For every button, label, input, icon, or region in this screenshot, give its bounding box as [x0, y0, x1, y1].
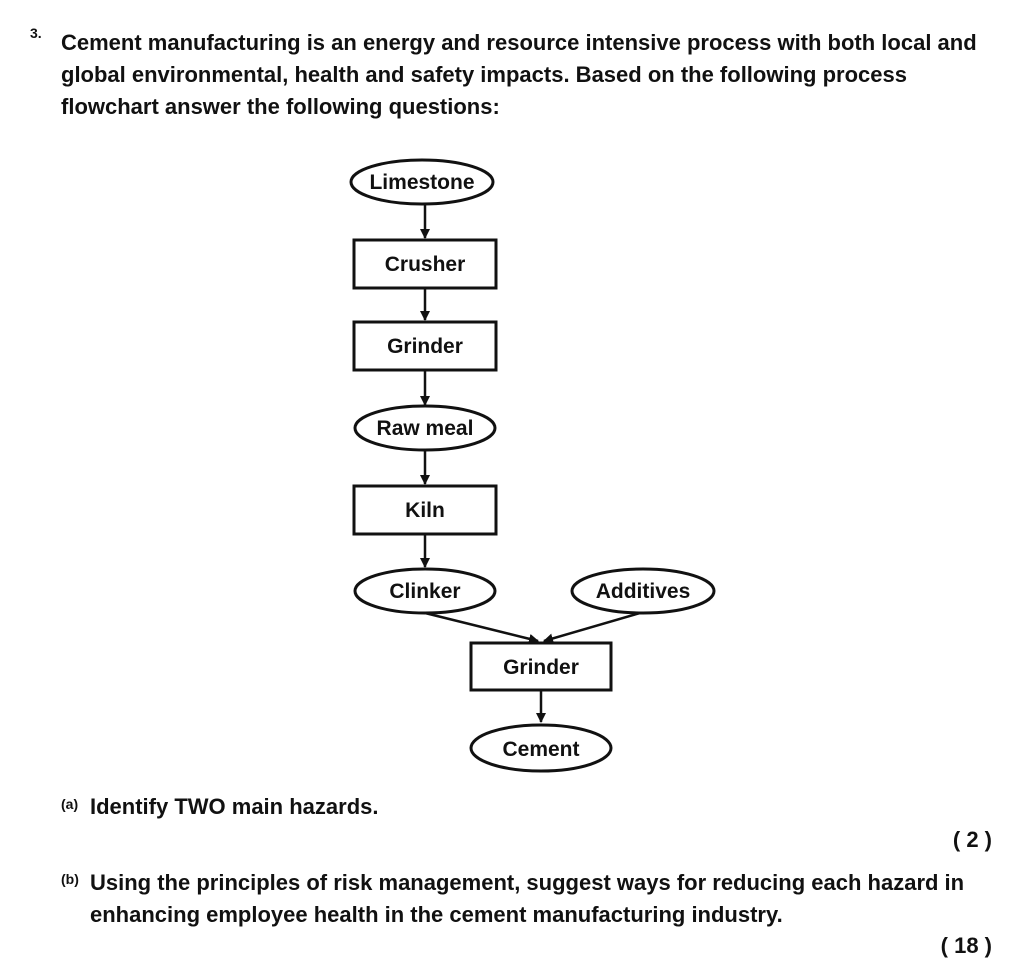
node-label: Grinder: [503, 656, 579, 679]
node-label: Raw meal: [377, 417, 474, 440]
node-cement: Cement: [469, 723, 613, 773]
node-label: Limestone: [369, 171, 474, 194]
part-b-text: Using the principles of risk management,…: [90, 870, 965, 927]
node-grinder-1: Grinder: [352, 320, 498, 372]
node-limestone: Limestone: [349, 158, 495, 206]
question-number: 3.: [30, 25, 42, 41]
node-label: Grinder: [387, 335, 463, 358]
node-label: Kiln: [405, 499, 445, 522]
node-additives: Additives: [570, 567, 716, 615]
part-a-label: (a): [61, 796, 79, 812]
node-label: Crusher: [385, 253, 466, 276]
node-label: Cement: [502, 738, 579, 761]
question-text: Cement manufacturing is an energy and re…: [61, 30, 977, 119]
part-b-marks: ( 18 ): [940, 933, 992, 958]
node-label: Additives: [596, 580, 691, 603]
node-grinder-2: Grinder: [469, 641, 613, 692]
node-clinker: Clinker: [353, 567, 497, 615]
edge-clinker-grinder: [424, 611, 539, 644]
flowchart-edges: [420, 203, 641, 723]
node-kiln: Kiln: [352, 484, 498, 536]
part-b-label: (b): [61, 871, 79, 887]
node-label: Clinker: [389, 580, 460, 603]
node-crusher: Crusher: [352, 238, 498, 290]
edge-additives-grinder: [543, 611, 641, 644]
node-raw-meal: Raw meal: [353, 404, 497, 452]
part-a-marks: ( 2 ): [952, 827, 992, 852]
part-a-text: Identify TWO main hazards.: [90, 794, 379, 819]
